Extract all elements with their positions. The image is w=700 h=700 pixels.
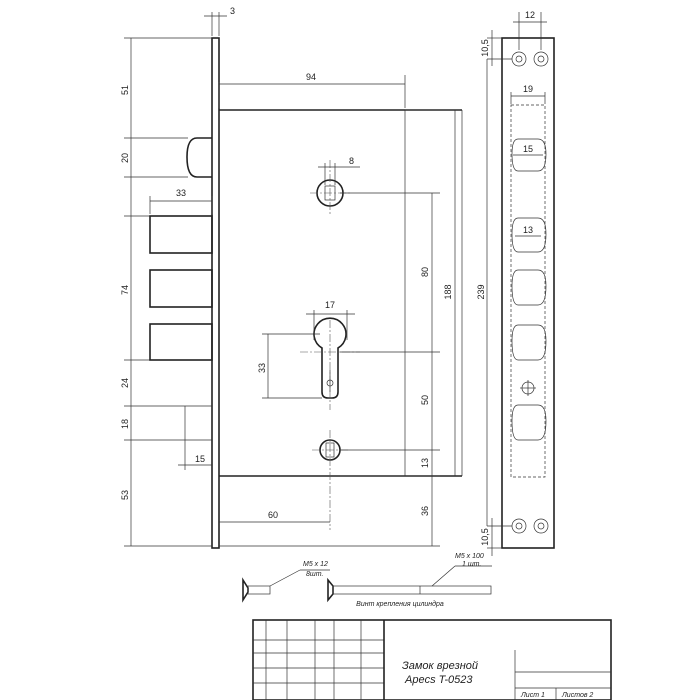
strike-plate xyxy=(501,37,555,549)
dim-strike-13-label: 13 xyxy=(523,225,533,235)
dim-24-label: 24 xyxy=(120,378,130,388)
dim-bolt-projection: 33 xyxy=(149,188,213,214)
deadbolts xyxy=(149,215,213,361)
dim-body-width: 94 xyxy=(218,72,406,108)
dim-cylinder-width: 17 xyxy=(306,300,355,340)
dim-53-label: 53 xyxy=(120,490,130,500)
short-screw: M5 x 12 8шт. xyxy=(242,561,330,603)
sheet-label: Лист 1 xyxy=(520,692,545,699)
upper-spindle xyxy=(310,160,350,215)
dim-18-label: 18 xyxy=(120,419,130,429)
title-line2: Apecs T-0523 xyxy=(404,674,473,686)
dim-74-label: 74 xyxy=(120,285,130,295)
screw-caption: Винт крепления цилиндра xyxy=(356,600,444,608)
dim-239-label: 239 xyxy=(476,284,486,299)
dim-80-label: 80 xyxy=(420,267,430,277)
dim-19-label: 19 xyxy=(523,84,533,94)
title-line1: Замок врезной xyxy=(402,660,478,672)
sheets-label: Листов 2 xyxy=(561,692,593,699)
long-screw: M5 x 100 1 шт. xyxy=(327,553,492,603)
dim-3-label: 3 xyxy=(230,6,235,16)
dim-key-slot: 8 xyxy=(318,156,360,185)
euro-cylinder xyxy=(300,317,360,410)
dim-36-label: 36 xyxy=(420,506,430,516)
dim-12-label: 12 xyxy=(525,10,535,20)
lower-pin: 15 xyxy=(178,406,212,470)
title-block: Замок врезной Apecs T-0523 Лист 1 Листов… xyxy=(252,619,612,700)
dim-94-label: 94 xyxy=(306,72,316,82)
dim-188-label: 188 xyxy=(443,284,453,299)
dim-50-label: 50 xyxy=(420,395,430,405)
dim-faceplate-thickness: 3 xyxy=(204,6,235,36)
faceplate xyxy=(211,37,220,549)
latch xyxy=(186,137,212,178)
lock-body xyxy=(219,109,463,477)
lower-spindle xyxy=(312,430,348,530)
long-screw-qty: 1 шт. xyxy=(462,561,481,568)
long-screw-spec: M5 x 100 xyxy=(455,553,484,560)
dim-8-label: 8 xyxy=(349,156,354,166)
dim-cyl-33-label: 33 xyxy=(257,363,267,373)
dim-cylinder-height: 33 xyxy=(257,333,322,399)
dim-backset: 60 xyxy=(219,510,330,523)
body-right-dimensions: 80 188 50 13 36 xyxy=(219,109,460,547)
dim-13-label: 13 xyxy=(420,458,430,468)
dim-10-5-top-label: 10,5 xyxy=(480,39,490,57)
short-screw-qty: 8шт. xyxy=(306,571,323,578)
dim-15-label: 15 xyxy=(195,454,205,464)
dim-20-label: 20 xyxy=(120,153,130,163)
dim-10-5-bottom-label: 10,5 xyxy=(480,528,490,546)
dim-51-label: 51 xyxy=(120,85,130,95)
dim-33-label: 33 xyxy=(176,188,186,198)
dim-17-label: 17 xyxy=(325,300,335,310)
strike-plate-dimensions: 12 10,5 19 15 13 239 10,5 xyxy=(476,10,547,556)
left-dimension-chain: 51 20 74 24 18 53 xyxy=(120,37,212,547)
dim-60-label: 60 xyxy=(268,510,278,520)
short-screw-spec: M5 x 12 xyxy=(303,561,328,568)
dim-strike-15-label: 15 xyxy=(523,144,533,154)
